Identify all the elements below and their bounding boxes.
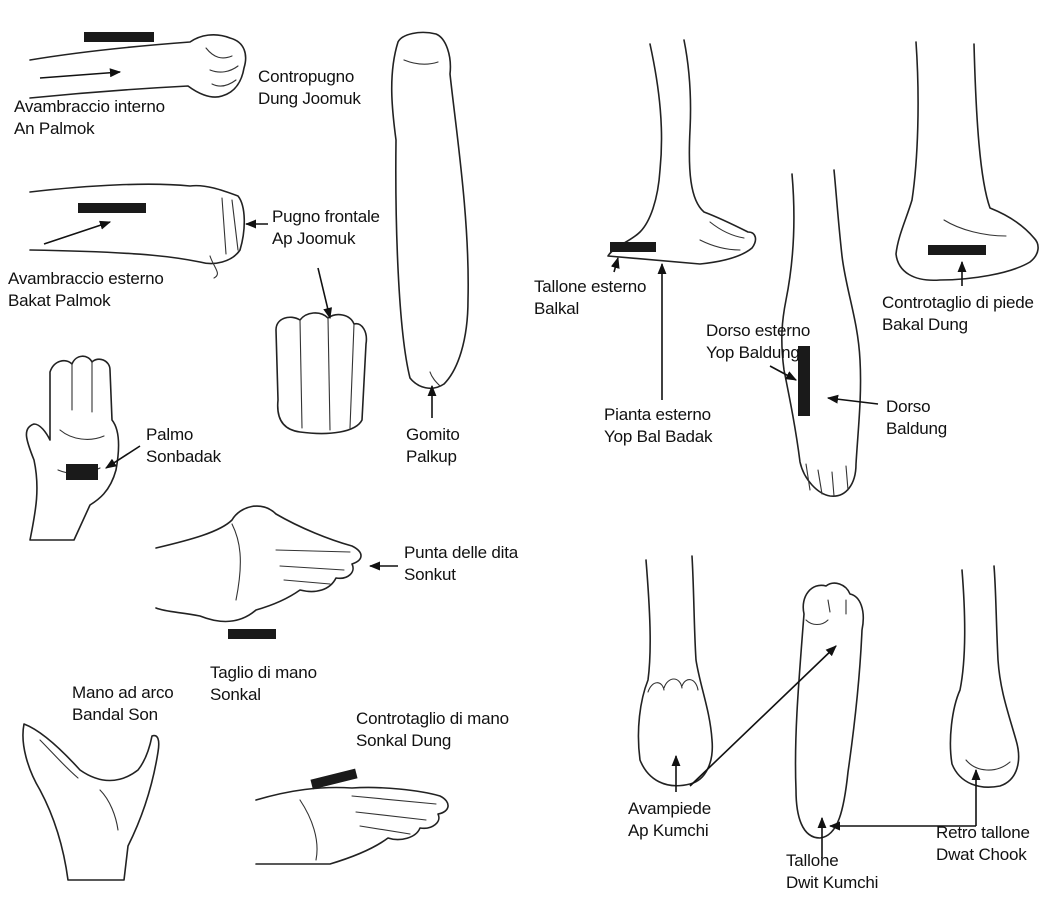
foot-sole-illustration xyxy=(690,583,863,858)
label-it: Avambraccio interno xyxy=(14,96,165,118)
label-it: Tallone xyxy=(786,850,878,872)
forearm-outer-illustration xyxy=(30,184,268,278)
label-kr: Balkal xyxy=(534,298,646,320)
label-kr: Dwit Kumchi xyxy=(786,872,878,894)
label-kr: Palkup xyxy=(406,446,460,468)
label-pugno-frontale: Pugno frontale Ap Joomuk xyxy=(272,206,380,250)
label-kr: Ap Kumchi xyxy=(628,820,711,842)
label-pianta-esterno: Pianta esterno Yop Bal Badak xyxy=(604,404,712,448)
palm-marker xyxy=(66,464,98,480)
palm-pointer xyxy=(106,446,140,468)
label-kr: Ap Joomuk xyxy=(272,228,380,250)
label-it: Controtaglio di piede xyxy=(882,292,1034,314)
label-kr: Bakal Dung xyxy=(882,314,1034,336)
label-gomito: Gomito Palkup xyxy=(406,424,460,468)
label-kr: Dwat Chook xyxy=(936,844,1030,866)
label-controtaglio-mano: Controtaglio di mano Sonkal Dung xyxy=(356,708,509,752)
inner-forearm-pointer xyxy=(40,72,120,78)
label-avambraccio-esterno: Avambraccio esterno Bakat Palmok xyxy=(8,268,164,312)
label-mano-arco: Mano ad arco Bandal Son xyxy=(72,682,174,726)
back-heel-illustration xyxy=(830,566,1019,826)
label-kr: Sonkut xyxy=(404,564,518,586)
label-kr: Bandal Son xyxy=(72,704,174,726)
label-retro-tallone: Retro tallone Dwat Chook xyxy=(936,822,1030,866)
label-controtaglio-piede: Controtaglio di piede Bakal Dung xyxy=(882,292,1034,336)
forearm-inner-illustration xyxy=(30,32,246,98)
label-it: Avambraccio esterno xyxy=(8,268,164,290)
flat-hand-illustration xyxy=(156,506,398,639)
label-it: Taglio di mano xyxy=(210,662,317,684)
label-punta-dita: Punta delle dita Sonkut xyxy=(404,542,518,586)
label-avambraccio-interno: Avambraccio interno An Palmok xyxy=(14,96,165,140)
outer-forearm-pointer xyxy=(44,222,110,244)
ridge-hand-illustration xyxy=(256,769,448,864)
label-contropugno: Contropugno Dung Joomuk xyxy=(258,66,361,110)
label-it: Contropugno xyxy=(258,66,361,88)
label-it: Retro tallone xyxy=(936,822,1030,844)
fist-front-pointer xyxy=(318,268,330,318)
label-it: Tallone esterno xyxy=(534,276,646,298)
instep-pointer xyxy=(828,398,878,404)
label-kr: Bakat Palmok xyxy=(8,290,164,312)
palm-illustration xyxy=(26,356,140,540)
label-kr: Baldung xyxy=(886,418,947,440)
label-it: Controtaglio di mano xyxy=(356,708,509,730)
label-it: Pugno frontale xyxy=(272,206,380,228)
label-taglio-mano: Taglio di mano Sonkal xyxy=(210,662,317,706)
label-it: Dorso esterno xyxy=(706,320,810,342)
label-dorso-esterno: Dorso esterno Yop Baldung xyxy=(706,320,810,364)
label-it: Mano ad arco xyxy=(72,682,174,704)
label-kr: An Palmok xyxy=(14,118,165,140)
foot-ridge-marker xyxy=(928,245,986,255)
outer-forearm-marker xyxy=(78,203,146,213)
label-kr: Yop Bal Badak xyxy=(604,426,712,448)
label-it: Gomito xyxy=(406,424,460,446)
ridge-hand-marker xyxy=(310,769,357,790)
label-kr: Sonkal Dung xyxy=(356,730,509,752)
label-it: Dorso xyxy=(886,396,947,418)
fist-front-illustration xyxy=(276,268,366,434)
label-kr: Sonbadak xyxy=(146,446,221,468)
label-tallone: Tallone Dwit Kumchi xyxy=(786,850,878,894)
inner-forearm-marker xyxy=(84,32,154,42)
foot-back-illustration xyxy=(896,42,1038,286)
label-it: Palmo xyxy=(146,424,221,446)
label-tallone-esterno: Tallone esterno Balkal xyxy=(534,276,646,320)
label-kr: Dung Joomuk xyxy=(258,88,361,110)
foot-ball-illustration xyxy=(638,556,712,792)
label-kr: Sonkal xyxy=(210,684,317,706)
outer-heel-pointer xyxy=(614,258,618,272)
ball-foot-link xyxy=(690,646,836,786)
label-kr: Yop Baldung xyxy=(706,342,810,364)
label-it: Punta delle dita xyxy=(404,542,518,564)
label-avampiede: Avampiede Ap Kumchi xyxy=(628,798,711,842)
label-palmo: Palmo Sonbadak xyxy=(146,424,221,468)
outer-heel-marker xyxy=(610,242,656,252)
vertical-arm-illustration xyxy=(392,32,468,418)
label-it: Pianta esterno xyxy=(604,404,712,426)
label-it: Avampiede xyxy=(628,798,711,820)
knife-hand-marker xyxy=(228,629,276,639)
label-dorso: Dorso Baldung xyxy=(886,396,947,440)
arc-hand-illustration xyxy=(23,724,159,880)
